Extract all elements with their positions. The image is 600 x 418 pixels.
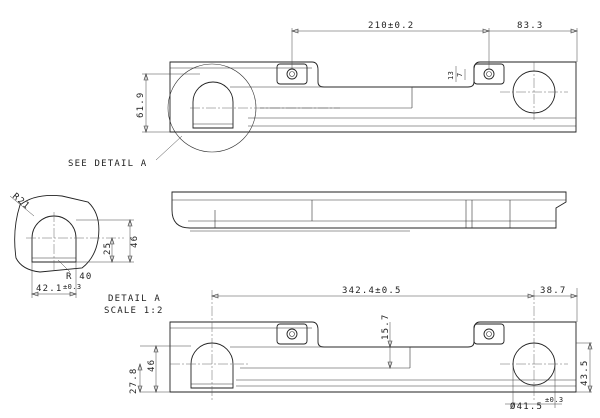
see-detail-label: SEE DETAIL A <box>68 159 147 169</box>
dim-r21: R21 <box>10 192 32 212</box>
detail-outline <box>14 194 100 273</box>
bottom-view-left-pocket <box>190 342 234 389</box>
dim-arrows <box>127 219 133 263</box>
dim-arrows <box>137 363 143 393</box>
side-view-outline <box>171 191 567 229</box>
dim-arrows <box>211 293 535 299</box>
dim-arrows <box>587 342 593 393</box>
dim-arrows <box>153 345 159 393</box>
dim-arrows <box>570 293 578 299</box>
dim-46-bottom: 46 <box>147 359 157 372</box>
dim-arrows <box>570 28 578 34</box>
dim-43-5: 43.5 <box>580 360 590 386</box>
detail-a-view: R21 46 25 R 40 42.1 ±0.3 DETAIL A SCALE … <box>9 192 164 316</box>
bottom-view-tab-left <box>276 323 308 345</box>
dim-diameter: Ø41.5 <box>510 401 543 412</box>
bottom-view-hole-left-inner <box>289 331 295 337</box>
dim-15-7: 15.7 <box>381 314 391 340</box>
dim-42-1: 42.1 <box>36 284 62 294</box>
dim-210: 210±0.2 <box>368 21 414 31</box>
top-view-hole-left <box>286 68 298 80</box>
dim-arrows <box>109 237 115 263</box>
dim-46: 46 <box>130 235 140 248</box>
dim-arrows <box>143 73 149 133</box>
dim-27-8: 27.8 <box>129 368 139 394</box>
bottom-view-outline <box>169 321 577 393</box>
dim-arrows <box>387 340 393 369</box>
detail-leader-line <box>155 135 183 161</box>
dim-leader <box>57 259 71 273</box>
dim-342-4: 342.4±0.5 <box>342 286 402 296</box>
detail-title: DETAIL A <box>108 294 161 304</box>
dim-42-1-tolerance: ±0.3 <box>63 283 81 291</box>
dim-arrows <box>291 28 490 34</box>
top-view-hole-left-inner <box>289 71 295 77</box>
dim-diameter-tolerance: ±0.3 <box>545 396 563 404</box>
top-view: 210±0.2 83.3 13 7 61.9 SEE DETAIL A <box>68 21 578 169</box>
top-view-outline <box>169 61 577 133</box>
top-view-hole-right-inner <box>486 71 492 77</box>
bottom-view-tab-right <box>473 323 505 345</box>
dim-arrows <box>31 291 77 297</box>
dim-7: 7 <box>456 72 464 77</box>
dim-r40: R 40 <box>66 272 92 282</box>
dim-38-7: 38.7 <box>540 286 566 296</box>
dim-83-3: 83.3 <box>517 21 543 31</box>
dim-leader <box>9 195 35 217</box>
dim-13: 13 <box>447 71 455 80</box>
top-view-left-pocket <box>192 81 234 129</box>
dim-61-9: 61.9 <box>136 92 146 118</box>
detail-pocket <box>31 215 77 263</box>
side-view <box>171 191 567 232</box>
bottom-view-hole-right <box>483 328 495 340</box>
dim-25: 25 <box>103 242 113 255</box>
bottom-view: 342.4±0.5 38.7 15.7 46 27.8 43.5 Ø41.5 ±… <box>129 286 593 412</box>
bottom-view-hole-right-inner <box>486 331 492 337</box>
top-view-hole-right <box>483 68 495 80</box>
detail-scale: SCALE 1:2 <box>104 306 164 316</box>
bottom-view-hole-left <box>286 328 298 340</box>
